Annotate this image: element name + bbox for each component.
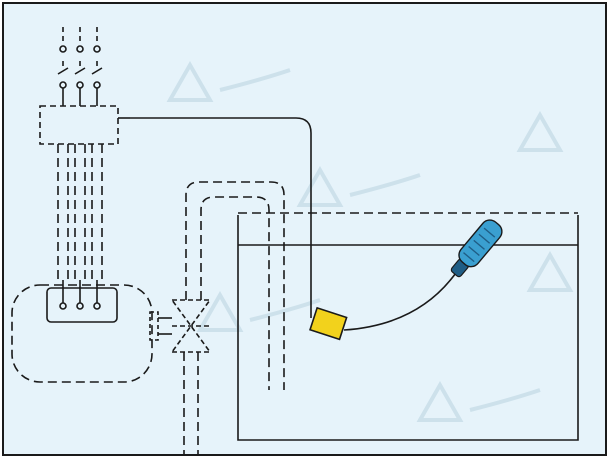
pump-valve-icon	[170, 299, 212, 353]
switch-contacts-icon	[57, 61, 103, 106]
watermark-logo-icon	[416, 380, 541, 422]
watermark-logo-icon	[516, 110, 564, 152]
coupling-icon	[149, 311, 172, 341]
watermark-logo-icon	[196, 290, 321, 332]
suction-pipe	[183, 352, 199, 455]
motor-housing-icon	[11, 284, 153, 383]
watermark-layer	[166, 60, 574, 422]
watermark-logo-icon	[166, 60, 291, 102]
motor-supply-leads	[57, 144, 103, 280]
contactor-box-icon	[39, 105, 119, 145]
watermark-logo-icon	[526, 250, 574, 292]
supply-terminals-icon	[59, 27, 101, 53]
discharge-pipe	[185, 181, 285, 390]
level-sensor-icon	[450, 219, 503, 278]
diagram-background	[3, 3, 606, 455]
watermark-logo-icon	[296, 165, 421, 207]
control-cable	[130, 117, 312, 318]
float-switch-icon	[309, 306, 348, 341]
tank-icon	[237, 212, 579, 441]
diagram-frame	[2, 2, 607, 456]
sensor-cable	[343, 269, 459, 331]
motor-terminal-box-icon	[46, 280, 118, 323]
